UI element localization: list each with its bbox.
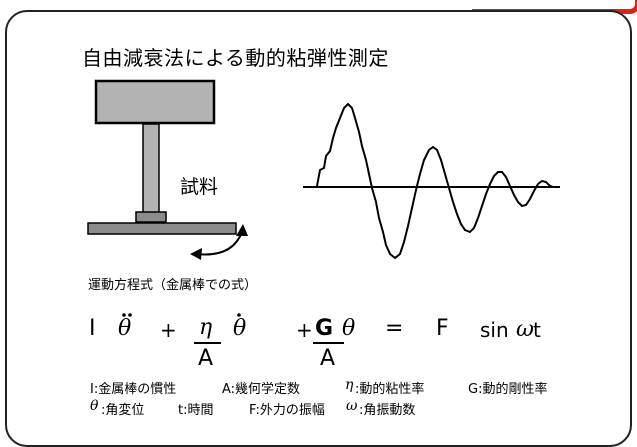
eq-sin: sin xyxy=(480,318,509,342)
eq-plus-2: + xyxy=(296,318,313,342)
damped-oscillation-curve xyxy=(316,102,554,260)
eq-t: t xyxy=(533,318,541,342)
legend-G: G:動的剛性率 xyxy=(468,382,548,397)
specimen-label: 試料 xyxy=(180,176,219,198)
eq-G: G xyxy=(315,316,334,341)
eq-plus-1: + xyxy=(160,318,177,342)
eq-g-denominator-A: A xyxy=(320,346,336,371)
eq-eta-denominator-A: A xyxy=(198,346,214,371)
legend-eta-symbol: η xyxy=(345,377,354,393)
rotation-arrow-head-left xyxy=(190,248,202,260)
double-dot-right xyxy=(128,313,132,317)
legend-omega-symbol: ω xyxy=(346,398,358,414)
base-plate xyxy=(87,222,237,235)
eq-theta-dot: θ xyxy=(233,316,247,341)
legend-theta: :角変位 xyxy=(101,403,145,418)
eq-theta-G: θ xyxy=(342,316,356,341)
legend-omega: :角振動数 xyxy=(359,403,416,418)
eq-omega: ω xyxy=(516,317,534,342)
legend-I: I:金属棒の慣性 xyxy=(90,382,177,397)
single-dot xyxy=(237,313,241,317)
eq-theta-ddot: θ xyxy=(118,316,132,341)
specimen-clamp xyxy=(135,211,167,223)
double-dot-left xyxy=(122,313,126,317)
legend-F: F:外力の振幅 xyxy=(249,403,325,418)
legend-A: A:幾何学定数 xyxy=(222,382,301,397)
rotation-arrow-head-right xyxy=(236,224,248,236)
eq-equals: = xyxy=(385,316,404,341)
inertia-block xyxy=(94,79,216,125)
eq-F: F xyxy=(436,316,449,341)
legend-theta-symbol: θ xyxy=(90,398,99,414)
legend-t: t:時間 xyxy=(178,403,214,418)
slide-title: 自由減衰法による動的粘弾性測定 xyxy=(82,46,389,70)
rotation-arrow xyxy=(195,231,243,256)
equation-caption: 運動方程式（金属棒での式） xyxy=(88,278,258,293)
metal-rod xyxy=(142,123,160,214)
eq-eta: η xyxy=(199,315,213,340)
legend-eta: :動的粘性率 xyxy=(355,382,425,397)
eq-inertia-I: I xyxy=(89,316,96,341)
